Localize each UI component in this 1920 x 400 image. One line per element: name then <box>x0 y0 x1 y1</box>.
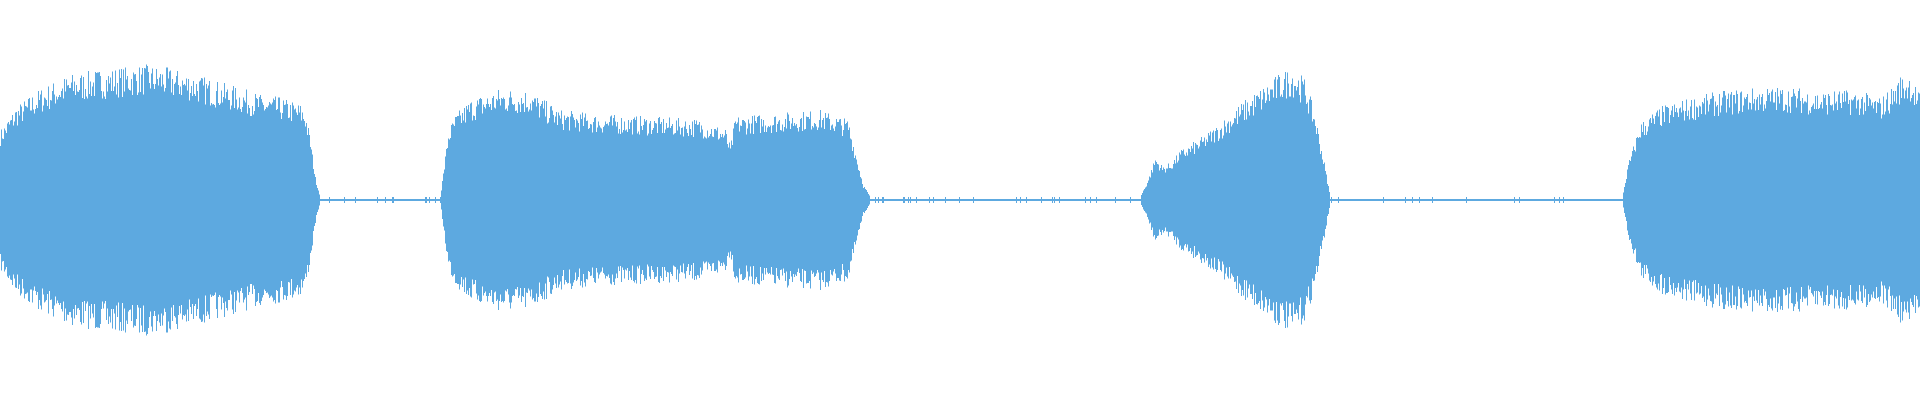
waveform-chart <box>0 64 1920 336</box>
waveform-view <box>0 64 1920 336</box>
